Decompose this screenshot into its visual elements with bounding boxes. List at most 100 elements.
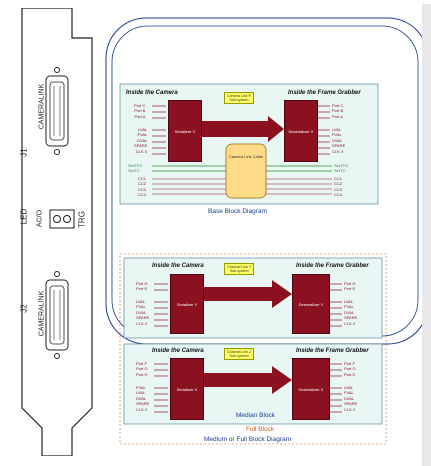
full-subsystem-line1: Channel Link Z [227,350,252,354]
port-label: Port A [134,113,146,119]
pci-bracket: J1 CAMERALINK LED AC/O TRG J2 CAMERALINK [12,7,108,457]
signal-label: DVAL [344,395,355,401]
full-ports-in: Port F Port G Port H [136,361,148,377]
base-subsystem-line1: Camera Link ® [227,94,252,98]
signal-label: LVAL [136,390,146,396]
port-label: Port A [332,113,343,119]
base-camera-title: Inside the Camera [126,90,178,96]
signal-label: DVAL [332,137,343,143]
medium-camera-title: Inside the Camera [152,263,204,269]
full-caption: Full Block [246,426,275,433]
j2-connector-label: CAMERALINK [38,290,46,337]
signal-label: SPARE [136,401,150,407]
signal-label: DVAL [344,309,355,315]
full-serializer-chip: Serializer X [170,358,204,420]
signal-label: SerTFG [128,163,143,168]
base-serializer-chip: Serializer X [168,100,202,162]
full-port-lines [154,363,342,413]
medium-subsystem-line1: Channel Link Y [227,265,252,269]
signal-label: SerTC [128,168,140,174]
j1-connector-label: CAMERALINK [38,83,46,130]
medium-subsystem-note: Channel Link Y Sub-system [224,263,255,275]
medium-serializer-chip: Serializer Y [170,274,204,334]
signal-label: CLK X [135,148,148,154]
camera-link-diagram: Inside the Camera Inside the Frame Grabb… [104,4,431,466]
base-deserializer-chip: Deserializer X [284,100,318,162]
medium-control-in: LVAL FVAL DVAL SPARE CLK Z [136,299,149,326]
medium-caption: Median Block [236,412,276,419]
signal-label: CC4 [334,192,343,198]
medium-ports-out: Port H Port E [344,281,355,292]
port-label: Port B [332,108,344,114]
medium-port-lines [154,283,342,327]
full-subsystem-note: Channel Link Z Sub-system [224,348,255,360]
signal-label: CLK Z [136,406,148,412]
signal-label: CC3 [138,186,147,192]
signal-label: LVAL [344,299,354,304]
signal-label: CLK Z [344,406,356,412]
medium-control-out: LVAL FVAL DVAL SPARE CLK Z [344,299,357,326]
signal-label: SPARE [344,401,358,407]
page-edge [422,4,431,466]
signal-label: CC4 [138,192,147,198]
base-subsystem-line2: Sub-system [229,98,249,102]
medium-ports-in: Port H Port E [136,281,147,292]
medium-grabber-title: Inside the Frame Grabber [296,263,369,269]
port-label: Port F [136,361,147,366]
base-caption: Base Block Diagram [208,208,267,215]
port-label: Port E [344,286,356,292]
medium-deserializer-chip: Deserializer Y [292,274,330,334]
base-grabber-title: Inside the Frame Grabber [288,90,361,96]
signal-label: CC2 [138,181,147,187]
full-subsystem-line2: Sub-system [229,354,249,358]
signal-label: CC1 [334,176,343,181]
port-label: Port B [134,108,146,114]
signal-label: FVAL [137,132,148,138]
j1-connector-shape [45,67,69,155]
base-subsystem-note: Camera Link ® Sub-system [224,92,255,104]
signal-label: CLK X [332,148,344,154]
signal-label: CC2 [334,181,343,187]
signal-label: LVAL [138,127,148,132]
port-label: Port E [136,286,148,292]
base-cc-cam: CC1 CC2 CC3 CC4 [138,176,146,198]
medium-subsystem-line2: Sub-system [229,269,249,273]
j2-label: J2 [19,304,29,313]
signal-label: FVAL [136,385,146,390]
port-label: Port F [344,361,355,366]
base-serial-cam: SerTFG SerTC [128,163,142,174]
signal-label: FVAL [136,304,146,310]
camera-link-cable-shape [225,143,267,199]
port-label: Port H [136,371,148,377]
full-control-out: LVAL FVAL DVAL SPARE CLK Z [344,385,357,412]
port-label: Port H [136,281,148,286]
port-label: Port G [344,366,356,372]
full-grabber-title: Inside the Frame Grabber [296,348,369,354]
signal-label: CLK Z [136,320,148,326]
signal-label: LVAL [136,299,146,304]
signal-label: SPARE [332,143,346,149]
port-label: Port G [136,366,148,372]
signal-label: CC1 [138,176,147,181]
port-label: Port D [344,371,356,377]
base-ports-in: Port C Port B Port A [134,103,145,119]
signal-label: CLK Z [344,320,356,326]
port-label: Port C [332,103,344,108]
j2-connector-shape [45,271,69,359]
signal-label: SPARE [134,143,148,149]
full-camera-title: Inside the Camera [152,348,204,354]
trg-label: TRG [77,211,87,228]
signal-label: FVAL [344,390,354,396]
full-data-arrow [202,366,292,394]
base-control-in: LVAL FVAL DVAL SPARE CLK X [134,127,147,154]
signal-label: FVAL [332,132,342,138]
port-label: Port C [134,103,146,108]
base-data-arrow [200,116,284,142]
bracket-outline [21,7,93,457]
signal-label: LVAL [344,385,354,390]
signal-label: CC3 [334,186,343,192]
signal-label: DVAL [136,309,147,315]
base-serial-fg: SerTFG SerTC [334,163,348,174]
full-ports-out: Port F Port G Port D [344,361,356,377]
signal-label: SPARE [136,315,150,321]
